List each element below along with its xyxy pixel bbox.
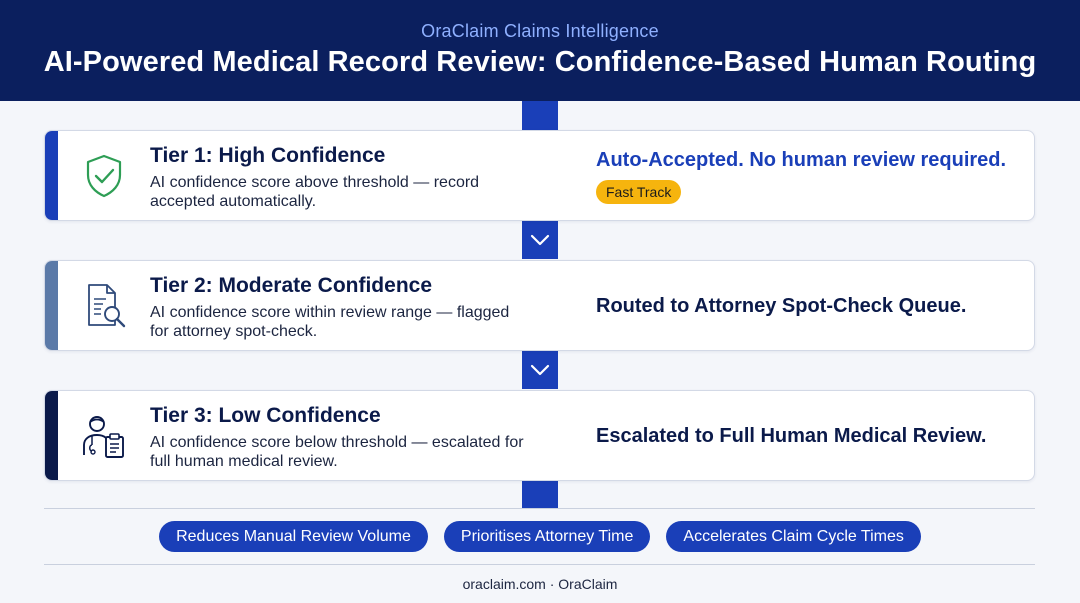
tier-description: AI confidence score above threshold — re…	[150, 174, 480, 210]
chevron-down-icon	[530, 234, 550, 246]
tier-accent-bar	[45, 391, 58, 480]
header-subtitle: OraClaim Claims Intelligence	[421, 21, 659, 41]
fast-track-badge: Fast Track	[596, 180, 682, 204]
benefit-pills: Reduces Manual Review Volume Prioritises…	[0, 521, 1080, 552]
benefit-pill: Prioritises Attorney Time	[443, 521, 651, 552]
page-title: AI-Powered Medical Record Review: Confid…	[43, 46, 1037, 78]
flow-connector-bottom	[522, 481, 558, 508]
tier-title: Tier 1: High Confidence	[150, 144, 386, 167]
flow-connector-1	[522, 221, 558, 259]
tier-outcome: Auto-Accepted. No human review required.	[596, 149, 1007, 171]
tier-outcome: Routed to Attorney Spot-Check Queue.	[596, 295, 967, 317]
doctor-clipboard-icon	[83, 416, 124, 458]
tier-outcome: Escalated to Full Human Medical Review.	[596, 425, 987, 447]
tier-description: AI confidence score within review range …	[150, 304, 510, 340]
footer-text: oraclaim.com · OraClaim	[462, 576, 618, 592]
benefit-pill: Accelerates Claim Cycle Times	[666, 521, 921, 552]
tier-title: Tier 2: Moderate Confidence	[150, 274, 433, 297]
document-search-icon	[88, 284, 126, 328]
tier-accent-bar	[45, 261, 58, 350]
tier-accent-bar	[45, 131, 58, 220]
benefit-pill: Reduces Manual Review Volume	[159, 521, 428, 552]
tier-title: Tier 3: Low Confidence	[150, 404, 381, 427]
divider	[44, 508, 1035, 509]
shield-check-icon	[86, 154, 122, 198]
tier-card-1: Tier 1: High Confidence AI confidence sc…	[44, 130, 1035, 221]
flow-connector-top	[522, 101, 558, 130]
divider	[44, 564, 1035, 565]
flow-connector-2	[522, 351, 558, 389]
header-banner: OraClaim Claims Intelligence AI-Powered …	[0, 0, 1080, 101]
tier-description: AI confidence score below threshold — es…	[150, 434, 524, 470]
tier-card-2: Tier 2: Moderate Confidence AI confidenc…	[44, 260, 1035, 351]
tier-card-3: Tier 3: Low Confidence AI confidence sco…	[44, 390, 1035, 481]
chevron-down-icon	[530, 364, 550, 376]
